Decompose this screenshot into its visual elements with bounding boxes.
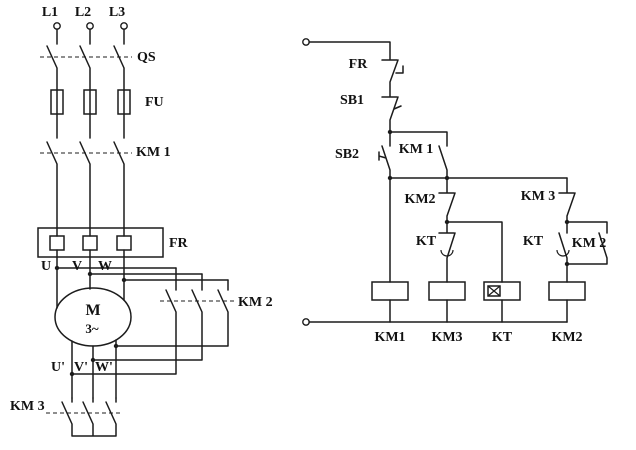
junction-dot	[54, 265, 60, 271]
fu-label: FU	[145, 95, 164, 110]
km1-coil-label: KM1	[374, 330, 405, 345]
phase-label-l2: L2	[75, 5, 91, 20]
km2-aux-label: KM 2	[572, 236, 607, 251]
motor-phase-mark: 3~	[85, 321, 99, 336]
km2-main-label: KM 2	[238, 295, 273, 310]
fr-heater-icon	[82, 235, 98, 251]
terminal-label-u: U	[41, 259, 51, 274]
km3-interlock-label: KM 3	[521, 189, 556, 204]
km1-coil-branch: KM1	[371, 177, 409, 345]
fuse-group-fu: FU	[50, 89, 164, 115]
terminal-l2	[86, 22, 94, 30]
terminal-label-v: V	[72, 259, 82, 274]
km1-selfhold-branch: KM 1	[389, 131, 448, 179]
junction-dot	[113, 343, 119, 349]
power-circuit: L1 L2 L3 QS FU	[10, 5, 273, 437]
fuse-icon	[117, 89, 131, 115]
junction-dot	[69, 371, 75, 377]
kt-no-label: KT	[523, 234, 544, 249]
fr-contact-label: FR	[349, 57, 369, 72]
fr-heater-icon	[49, 235, 65, 251]
terminal-l3	[120, 22, 128, 30]
phase-label-l1: L1	[42, 5, 58, 20]
supply-terminals: L1 L2 L3	[42, 5, 128, 30]
control-circuit: FR SB1 SB2 KM 1 KM1 KM2 KT	[302, 38, 608, 345]
junction-dot	[564, 219, 570, 225]
fr-heater-icon	[116, 235, 132, 251]
kt-coil-cross	[487, 285, 501, 297]
junction-dot	[90, 357, 96, 363]
terminal-label-u2: U'	[51, 360, 65, 375]
fr-outer-box	[37, 227, 164, 258]
km2-delta-contacts: KM 2	[69, 267, 273, 377]
sb2-label: SB2	[335, 147, 359, 162]
fuse-icon	[50, 89, 64, 115]
fr-main-label: FR	[169, 236, 189, 251]
control-terminal-top	[302, 38, 310, 46]
km1-main-label: KM 1	[136, 145, 171, 160]
kt-delay-arc	[440, 249, 454, 257]
terminal-label-w2: W'	[95, 360, 113, 375]
motor-letter: M	[85, 302, 100, 319]
kt-delay-arc	[556, 249, 570, 257]
km3-main-label: KM 3	[10, 399, 45, 414]
km2-interlock-label: KM2	[404, 192, 435, 207]
motor-leads	[71, 339, 117, 399]
km3-coil-label: KM3	[431, 330, 462, 345]
control-main-line: FR SB1 SB2	[302, 38, 404, 181]
kt-coil-inner-mark	[487, 285, 501, 297]
km3-coil-branch: KM2 KT KM3	[404, 177, 466, 345]
motor: M 3~	[54, 287, 132, 399]
sb1-label: SB1	[340, 93, 364, 108]
km1-aux-label: KM 1	[399, 142, 434, 157]
control-terminal-bottom	[302, 318, 310, 326]
kt-nc-label: KT	[416, 234, 437, 249]
junction-dot	[87, 271, 93, 277]
km1-main-contacts: KM 1	[40, 145, 171, 160]
terminal-label-v2: V'	[74, 360, 88, 375]
junction-dot	[564, 261, 570, 267]
terminal-l1	[53, 22, 61, 30]
junction-dot	[121, 277, 127, 283]
kt-coil-branch: KT	[446, 221, 521, 345]
km2-coil-label: KM2	[551, 330, 582, 345]
kt-coil-label: KT	[492, 330, 513, 345]
control-return-rail	[302, 318, 568, 326]
km3-star-contacts: KM 3	[10, 397, 122, 437]
qs-disconnect-switch: QS	[40, 50, 156, 65]
km3-coil	[428, 281, 466, 301]
kt-coil	[483, 281, 521, 301]
km2-coil	[548, 281, 586, 301]
terminal-label-w: W	[98, 259, 112, 274]
rotor-terminal-labels: U' V' W'	[51, 360, 113, 375]
qs-label: QS	[137, 50, 156, 65]
fuse-icon	[83, 89, 97, 115]
fr-overload-heaters: FR	[37, 227, 189, 258]
km1-coil	[371, 281, 409, 301]
branch-rail	[389, 175, 568, 181]
km2-coil-branch: KM 3 KT KM 2 KM2	[521, 177, 608, 345]
phase-label-l3: L3	[109, 5, 125, 20]
stator-terminal-labels: U V W	[41, 259, 112, 274]
